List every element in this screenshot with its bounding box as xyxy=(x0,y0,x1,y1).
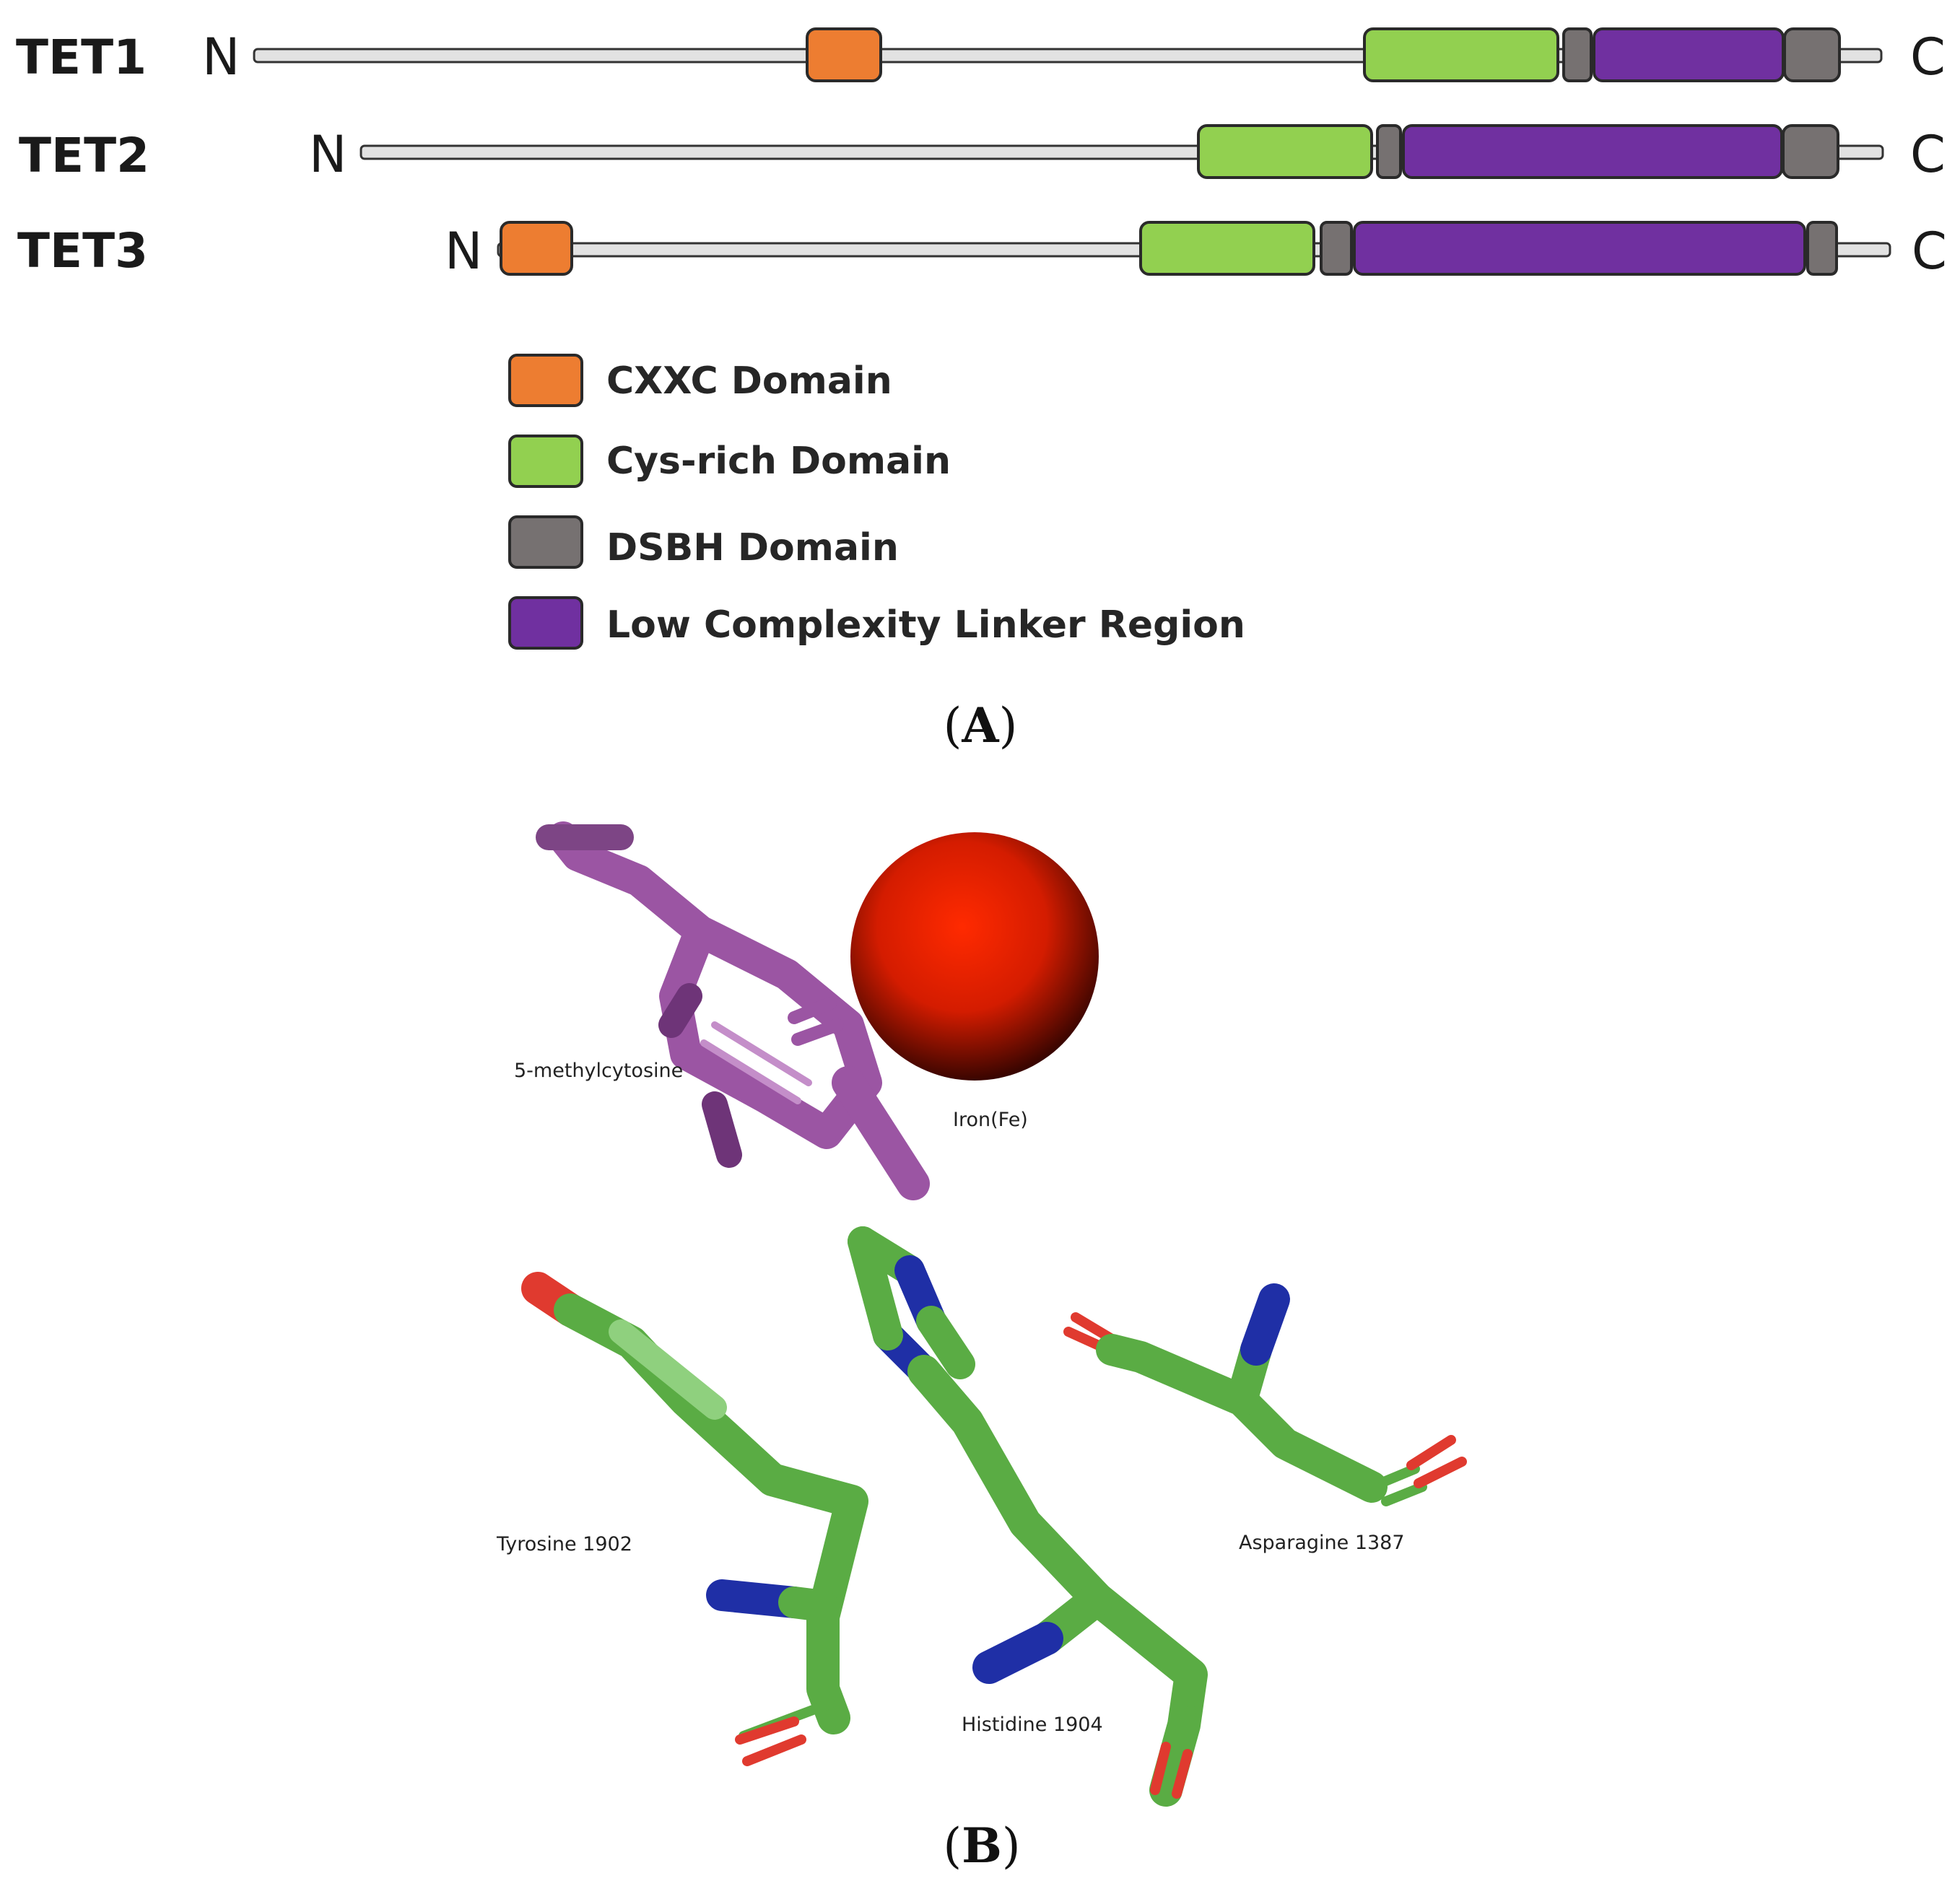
n-terminus-label-tet1: N xyxy=(202,27,240,87)
dsbh-domain-tet1-n xyxy=(1562,27,1593,82)
cys-rich-domain-tet1 xyxy=(1363,27,1559,82)
protein-row-tet1: TET1 N C xyxy=(16,27,1946,87)
label-methylcytosine: 5-methylcytosine xyxy=(514,1060,683,1082)
label-histidine-1904: Histidine 1904 xyxy=(962,1714,1103,1736)
legend-swatch-dsbh xyxy=(508,515,583,569)
label-asparagine-1387: Asparagine 1387 xyxy=(1239,1532,1405,1554)
panel-label-a: (A) xyxy=(944,697,1018,754)
panel-label-b: (B) xyxy=(943,1817,1020,1874)
n-terminus-label-tet3: N xyxy=(445,222,482,281)
dsbh-domain-tet3-c xyxy=(1806,221,1838,276)
iron-atom xyxy=(850,832,1099,1081)
linker-region-tet3 xyxy=(1353,221,1806,276)
histidine-1904-residue xyxy=(848,1226,1208,1807)
protein-name-tet2: TET2 xyxy=(19,128,149,183)
legend-label-cxxc: CXXC Domain xyxy=(606,359,892,403)
label-tyrosine-1902: Tyrosine 1902 xyxy=(496,1533,632,1555)
c-terminus-label-tet2: C xyxy=(1910,125,1946,184)
dsbh-domain-tet2-n xyxy=(1376,124,1402,179)
dsbh-domain-tet3-n xyxy=(1320,221,1353,276)
active-site-panel: 5-methylcytosine Iron(Fe) Tyrosine 1902 … xyxy=(496,821,1467,1874)
domain-architecture-panel: TET1 N C TET2 N C TET3 N xyxy=(16,27,1947,754)
dsbh-domain-tet2-c xyxy=(1782,124,1839,179)
cys-rich-domain-tet3 xyxy=(1139,221,1315,276)
dsbh-domain-tet1-c xyxy=(1783,27,1841,82)
methylcytosine-molecule xyxy=(536,821,930,1200)
cys-rich-domain-tet2 xyxy=(1197,124,1373,179)
cxxc-domain-tet3 xyxy=(500,221,573,276)
linker-region-tet2 xyxy=(1402,124,1783,179)
c-terminus-label-tet1: C xyxy=(1910,27,1946,87)
protein-row-tet3: TET3 N C xyxy=(17,221,1947,281)
label-iron: Iron(Fe) xyxy=(953,1109,1028,1131)
legend: CXXC Domain Cys-rich Domain DSBH Domain … xyxy=(508,354,1245,650)
c-terminus-label-tet3: C xyxy=(1912,222,1947,281)
protein-name-tet3: TET3 xyxy=(17,223,148,279)
legend-label-dsbh: DSBH Domain xyxy=(606,526,899,569)
legend-swatch-cxxc xyxy=(508,354,583,407)
legend-swatch-linker xyxy=(508,596,583,650)
cxxc-domain-tet1 xyxy=(806,27,882,82)
n-terminus-label-tet2: N xyxy=(309,125,347,184)
legend-swatch-cys-rich xyxy=(508,435,583,488)
protein-name-tet1: TET1 xyxy=(16,30,147,85)
linker-region-tet1 xyxy=(1593,27,1785,82)
protein-row-tet2: TET2 N C xyxy=(19,124,1946,184)
asparagine-1387-residue xyxy=(1063,1283,1467,1506)
legend-label-cys-rich: Cys-rich Domain xyxy=(606,440,951,483)
legend-label-linker: Low Complexity Linker Region xyxy=(606,603,1245,647)
tyrosine-1902-residue xyxy=(521,1272,868,1766)
